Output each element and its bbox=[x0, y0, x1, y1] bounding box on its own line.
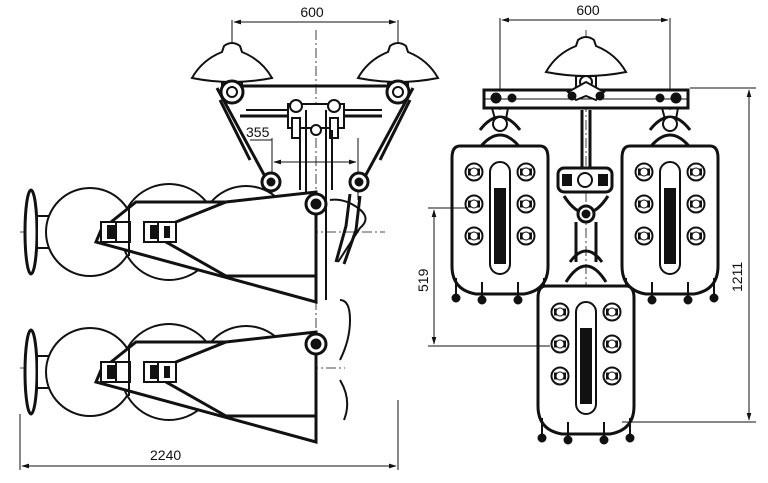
dim-label-1211: 1211 bbox=[729, 262, 745, 292]
dim-label-519: 519 bbox=[415, 268, 431, 292]
dim-label-600-left: 600 bbox=[300, 4, 324, 20]
dim-label-2240: 2240 bbox=[150, 447, 181, 463]
side-view-assembly bbox=[20, 20, 439, 444]
right-pulley-block bbox=[622, 146, 718, 304]
dimension-600-left: 600 bbox=[233, 4, 397, 25]
front-view-assembly bbox=[452, 18, 718, 444]
left-pulley-block bbox=[452, 146, 548, 304]
upper-clamp-arm bbox=[23, 182, 328, 304]
dimension-2240: 2240 bbox=[19, 400, 399, 470]
bottom-pulley-block bbox=[538, 286, 634, 444]
lower-clamp-arm bbox=[23, 322, 328, 444]
dimension-600-right: 600 bbox=[501, 2, 669, 23]
dimension-355: 355 bbox=[246, 124, 357, 165]
dim-label-355: 355 bbox=[246, 124, 270, 140]
dim-label-600-right: 600 bbox=[576, 2, 600, 18]
dimension-1211: 1211 bbox=[622, 87, 756, 423]
dimension-519: 519 bbox=[415, 207, 550, 347]
